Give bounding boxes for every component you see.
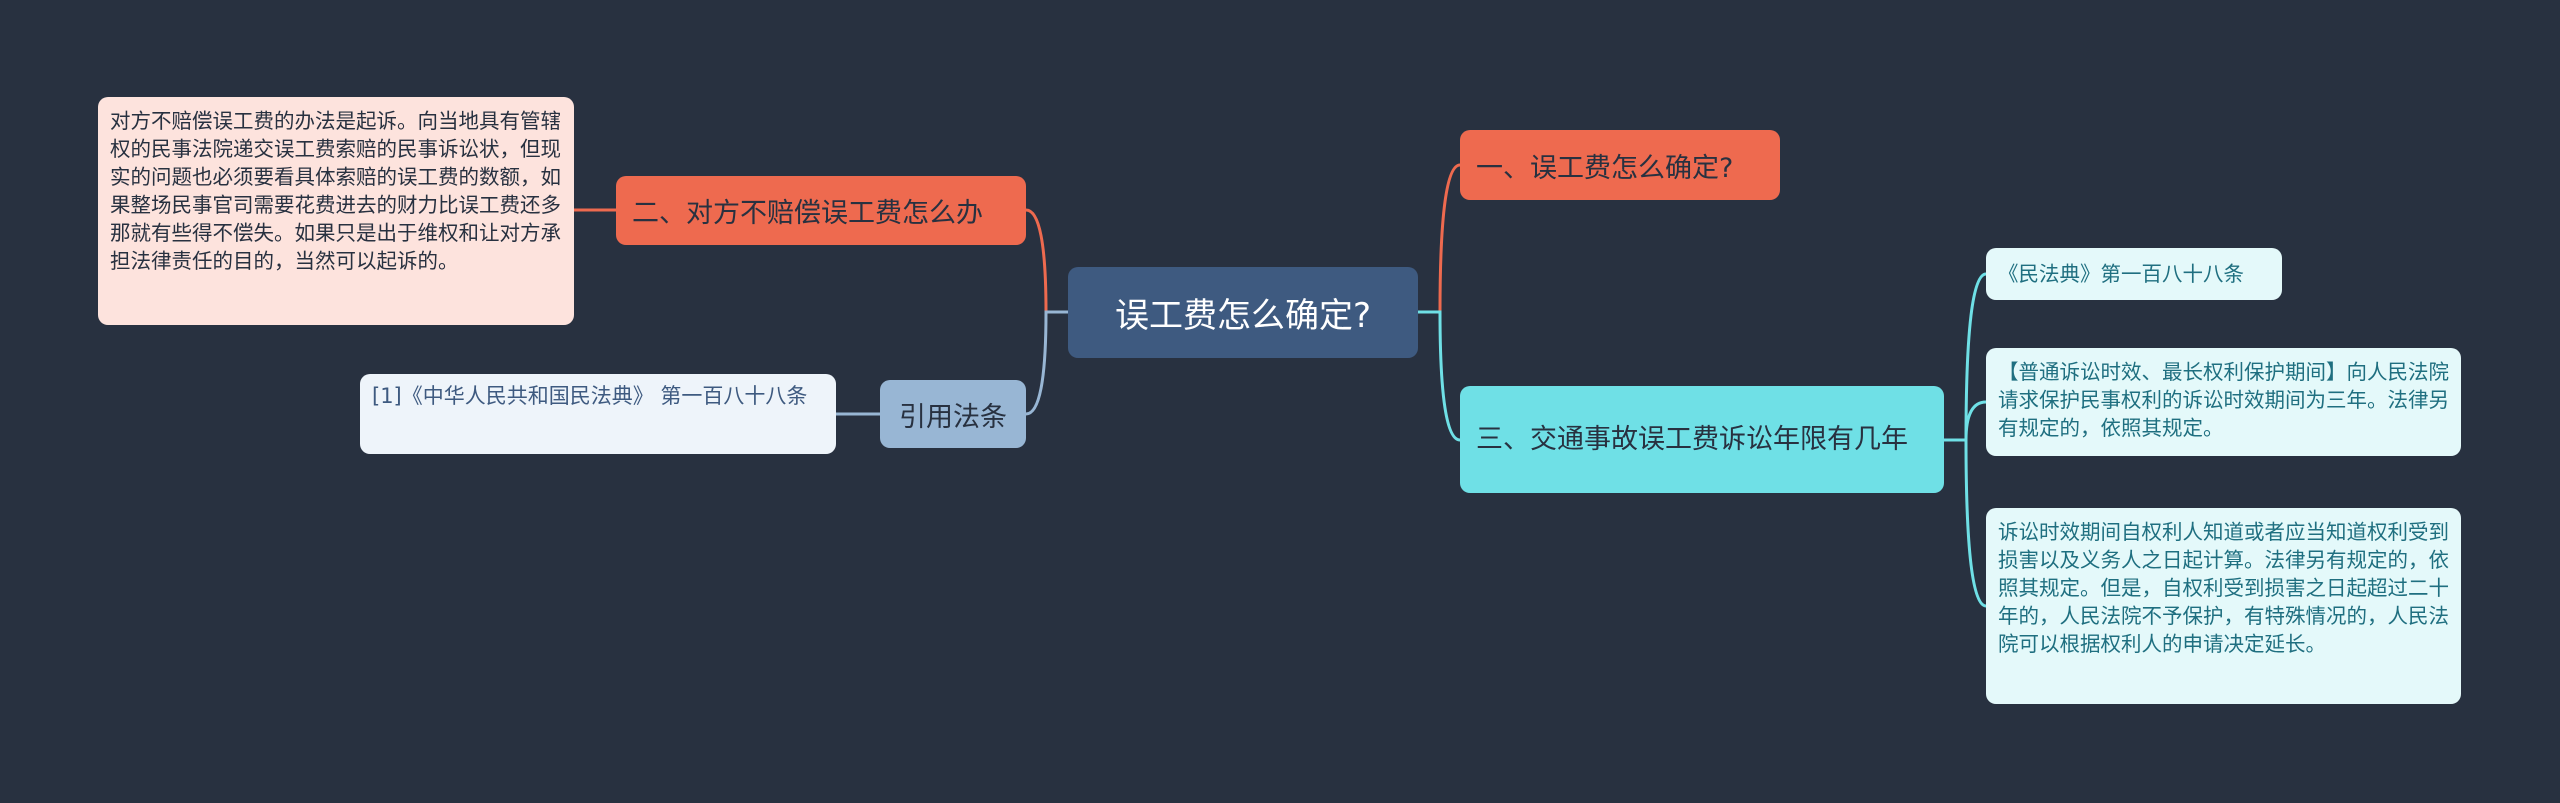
branch-3-text-2-content: 诉讼时效期间自权利人知道或者应当知道权利受到损害以及义务人之日起计算。法律另有规…	[1998, 520, 2449, 657]
root-topic[interactable]: 误工费怎么确定?	[1068, 267, 1418, 358]
root-topic-label: 误工费怎么确定?	[1114, 296, 1372, 336]
link-b3-ref	[1944, 272, 1987, 442]
branch-1-label: 一、误工费怎么确定?	[1476, 152, 1734, 184]
branch-3[interactable]: 三、交通事故误工费诉讼年限有几年	[1460, 386, 1944, 493]
link-root-b2	[1024, 208, 1068, 314]
link-root-b4	[1024, 310, 1068, 416]
branch-4[interactable]: 引用法条	[880, 380, 1026, 448]
branch-2-note-text: 对方不赔偿误工费的办法是起诉。向当地具有管辖权的民事法院递交误工费索赔的民事诉讼…	[110, 109, 561, 274]
branch-4-reference[interactable]: [1]《中华人民共和国民法典》 第一百八十八条	[360, 374, 836, 454]
branch-3-text-2[interactable]: 诉讼时效期间自权利人知道或者应当知道权利受到损害以及义务人之日起计算。法律另有规…	[1986, 508, 2461, 704]
link-root-b1	[1418, 163, 1462, 314]
branch-4-reference-text: [1]《中华人民共和国民法典》 第一百八十八条	[372, 384, 808, 408]
branch-3-text-1[interactable]: 【普通诉讼时效、最长权利保护期间】向人民法院请求保护民事权利的诉讼时效期间为三年…	[1986, 348, 2461, 456]
branch-3-label: 三、交通事故误工费诉讼年限有几年	[1476, 423, 1908, 455]
branch-3-reference[interactable]: 《民法典》第一百八十八条	[1986, 248, 2282, 300]
branch-2-note[interactable]: 对方不赔偿误工费的办法是起诉。向当地具有管辖权的民事法院递交误工费索赔的民事诉讼…	[98, 97, 574, 325]
branch-3-reference-text: 《民法典》第一百八十八条	[1998, 261, 2244, 286]
branch-2-label: 二、对方不赔偿误工费怎么办	[632, 198, 983, 229]
branch-2[interactable]: 二、对方不赔偿误工费怎么办	[616, 176, 1026, 245]
branch-4-label: 引用法条	[899, 401, 1007, 433]
branch-1[interactable]: 一、误工费怎么确定?	[1460, 130, 1780, 200]
branch-3-text-1-content: 【普通诉讼时效、最长权利保护期间】向人民法院请求保护民事权利的诉讼时效期间为三年…	[1998, 360, 2449, 441]
link-b3-text2	[1944, 438, 1987, 608]
link-root-b3	[1418, 310, 1462, 442]
